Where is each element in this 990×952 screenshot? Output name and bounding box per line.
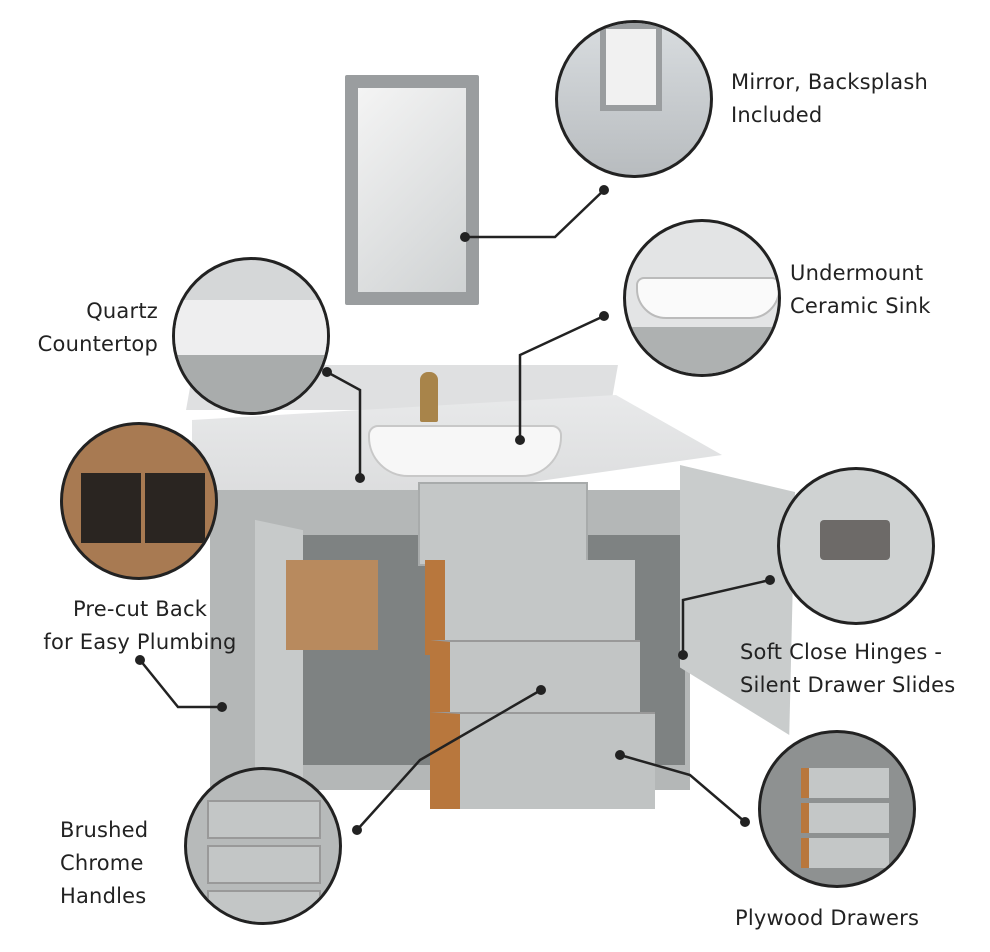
hinges-detail-circle	[777, 467, 935, 625]
label-line: Undermount	[790, 261, 924, 285]
storage-box	[286, 560, 378, 650]
label-line: Included	[731, 103, 823, 127]
label-line: Quartz	[86, 299, 158, 323]
label-line: Countertop	[37, 332, 158, 356]
drawer-3	[430, 712, 655, 809]
drawer-1	[425, 560, 635, 655]
label-line: Chrome	[60, 851, 144, 875]
precut-back-detail-circle	[60, 422, 218, 580]
label-line: for Easy Plumbing	[43, 630, 237, 654]
plywood-detail-circle	[758, 730, 916, 888]
label-line: Handles	[60, 884, 147, 908]
quartz-detail-circle	[172, 257, 330, 415]
plywood-label: Plywood Drawers	[735, 902, 919, 935]
top-drawer	[418, 482, 588, 566]
handles-detail-circle	[184, 767, 342, 925]
faucet	[420, 372, 438, 422]
sink-detail-circle	[623, 219, 781, 377]
hinges-label: Soft Close Hinges - Silent Drawer Slides	[740, 636, 955, 702]
label-line: Silent Drawer Slides	[740, 673, 956, 697]
precut-label: Pre-cut Back for Easy Plumbing	[20, 593, 260, 659]
label-line: Pre-cut Back	[72, 597, 208, 621]
mirror-detail-circle	[555, 20, 713, 178]
label-line: Brushed	[60, 818, 149, 842]
label-line: Plywood Drawers	[735, 906, 920, 930]
label-line: Ceramic Sink	[790, 294, 931, 318]
label-line: Soft Close Hinges -	[740, 640, 943, 664]
mirror	[345, 75, 479, 305]
label-line: Mirror, Backsplash	[731, 70, 929, 94]
